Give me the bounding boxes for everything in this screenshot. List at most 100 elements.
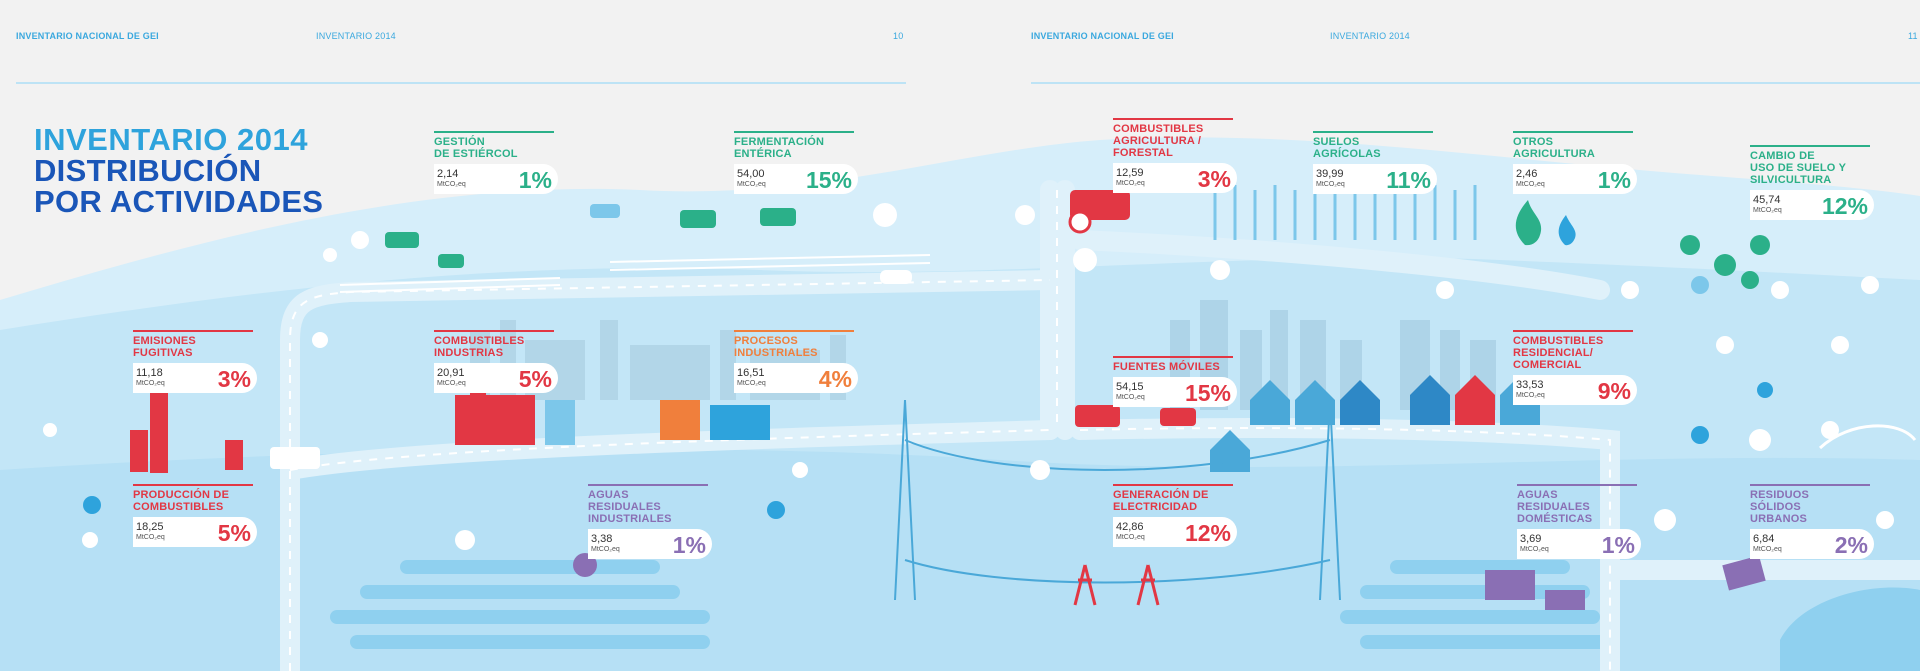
- header-rule-right: [1031, 82, 1920, 84]
- activity-value: 2,14: [437, 168, 459, 180]
- activity-name-line: OTROS: [1513, 136, 1554, 148]
- activity-value: 2,46: [1516, 168, 1538, 180]
- activity-value: 18,25: [136, 521, 164, 533]
- activity-rule: [1313, 131, 1433, 133]
- activity-percent: 5%: [217, 520, 251, 546]
- activity-value: 3,38: [591, 533, 613, 545]
- activity-name-line: RESIDUALES: [588, 501, 661, 513]
- activity-name-line: ENTÉRICA: [734, 148, 792, 160]
- activity-name-line: SUELOS: [1313, 136, 1360, 148]
- activity-name-line: AGUAS: [1517, 489, 1558, 501]
- activity-value: 11,18: [136, 367, 163, 379]
- activity-name-line: FUENTES MÓVILES: [1113, 361, 1220, 373]
- activity-name-line: FUGITIVAS: [133, 347, 193, 359]
- activity-name-line: AGRÍCOLAS: [1313, 148, 1381, 160]
- page-title-line2: DISTRIBUCIÓN: [34, 153, 262, 188]
- header-left-page: 10: [893, 31, 904, 41]
- activity-name-line: AGUAS: [588, 489, 629, 501]
- activity-name-line: SILVICULTURA: [1750, 174, 1832, 186]
- activity-value: 42,86: [1116, 521, 1144, 533]
- activity-rule: [434, 131, 554, 133]
- activity-rule: [1113, 118, 1233, 120]
- activity-name-line: INDUSTRIALES: [588, 513, 672, 525]
- activity-rule: [734, 131, 854, 133]
- activity-rule: [434, 330, 554, 332]
- activity-name-line: INDUSTRIALES: [734, 347, 818, 359]
- activity-name-line: RESIDUOS: [1750, 489, 1810, 501]
- activity-value: 39,99: [1316, 168, 1344, 180]
- activity-rule: [1113, 356, 1233, 358]
- activity-name-line: SÓLIDOS: [1750, 501, 1801, 513]
- activity-name-line: URBANOS: [1750, 513, 1808, 525]
- activity-percent: 12%: [1184, 520, 1231, 546]
- header-right-org: INVENTARIO NACIONAL DE GEI: [1031, 31, 1174, 41]
- activity-name-line: INDUSTRIAS: [434, 347, 504, 359]
- activity-value: 6,84: [1753, 533, 1775, 545]
- activity-unit: MtCO₂eq: [1753, 546, 1782, 553]
- trees-blue: [83, 382, 1773, 519]
- activity-name-line: COMBUSTIBLES: [1113, 123, 1204, 135]
- activity-unit: MtCO₂eq: [437, 380, 466, 387]
- header-left-org: INVENTARIO NACIONAL DE GEI: [16, 31, 159, 41]
- activity-name-line: GENERACIÓN DE: [1113, 489, 1209, 501]
- forest-cluster: [1680, 235, 1770, 294]
- activity-name-line: DOMÉSTICAS: [1517, 513, 1593, 525]
- activity-rule: [1517, 484, 1637, 486]
- activity-percent: 1%: [518, 167, 552, 193]
- activity-name-line: GESTIÓN: [434, 136, 485, 148]
- activity-percent: 12%: [1821, 193, 1868, 219]
- activity-percent: 1%: [1601, 532, 1635, 558]
- fence-right: [609, 254, 931, 271]
- header-rule-left: [16, 82, 906, 84]
- activity-percent: 5%: [518, 366, 552, 392]
- activity-rule: [1513, 131, 1633, 133]
- activity-name-line: COMERCIAL: [1513, 359, 1582, 371]
- activity-percent: 15%: [805, 167, 852, 193]
- activity-name-line: FORESTAL: [1113, 147, 1174, 159]
- activity-name-line: COMBUSTIBLES: [1513, 335, 1604, 347]
- fence-left: [339, 277, 561, 293]
- page-title-line1: INVENTARIO 2014: [34, 122, 308, 157]
- activity-unit: MtCO₂eq: [136, 534, 165, 541]
- activity-value: 20,91: [437, 367, 465, 379]
- activity-name-line: COMBUSTIBLES: [133, 501, 224, 513]
- header-left-year: INVENTARIO 2014: [316, 31, 396, 41]
- activity-unit: MtCO₂eq: [1520, 546, 1549, 553]
- livestock: [385, 204, 796, 268]
- activity-value: 45,74: [1753, 194, 1781, 206]
- activity-percent: 15%: [1184, 380, 1231, 406]
- activity-rule: [588, 484, 708, 486]
- red-towers: [1073, 564, 1160, 606]
- activity-percent: 3%: [217, 366, 251, 392]
